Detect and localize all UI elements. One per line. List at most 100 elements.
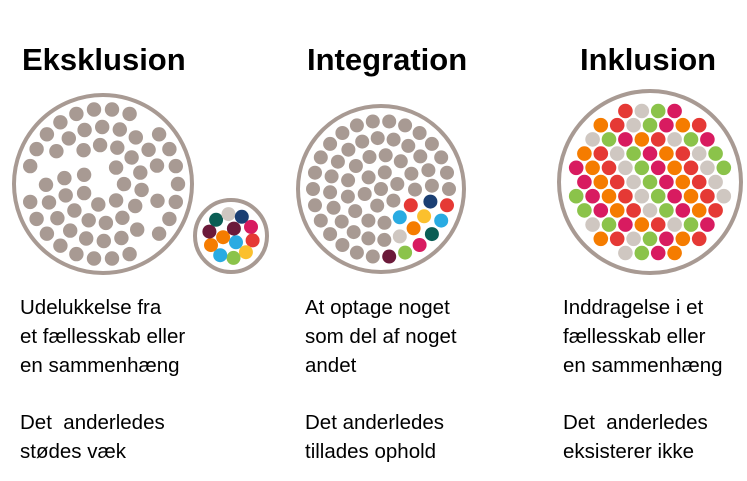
mixed-dot (642, 146, 658, 161)
mixed-dot (708, 203, 723, 218)
colored-dot (412, 238, 427, 252)
neutral-dot (76, 143, 91, 158)
neutral-dot (23, 194, 38, 210)
neutral-dot (77, 122, 92, 138)
neutral-dot (76, 167, 92, 182)
mixed-dot (642, 117, 658, 133)
neutral-dot (53, 115, 68, 130)
mixed-dot (601, 160, 617, 176)
mixed-dot (675, 174, 691, 190)
neutral-dot (390, 177, 405, 191)
neutral-dot (348, 159, 363, 173)
mixed-dot (691, 146, 707, 161)
inclusion-definition-line: Inddragelse i et (563, 296, 704, 319)
neutral-dot (112, 122, 128, 137)
inclusion-description: Inddragelse i et fællesskab eller en sam… (563, 293, 723, 466)
neutral-dot (341, 142, 356, 157)
neutral-dot (377, 165, 392, 180)
neutral-dot (393, 154, 408, 169)
colored-dot (406, 221, 421, 236)
neutral-dot (361, 170, 376, 185)
neutral-dot (365, 249, 380, 264)
neutral-dot (424, 136, 439, 151)
colored-dot (244, 219, 258, 234)
exclusion-circle-outline (12, 93, 194, 275)
neutral-dot (53, 238, 68, 253)
exclusion-description: Udelukkelse fra et fællesskab eller en s… (20, 293, 185, 466)
neutral-dot (401, 138, 416, 153)
mixed-dot (593, 231, 609, 247)
mixed-dot (577, 146, 592, 161)
mixed-dot (683, 188, 699, 204)
neutral-dot (408, 182, 422, 197)
mixed-dot (700, 217, 715, 232)
neutral-dot (306, 182, 320, 196)
neutral-dot (412, 126, 427, 140)
mixed-dot (618, 160, 633, 176)
exclusion-definition-line: et fællesskab eller (20, 325, 186, 348)
neutral-dot (162, 211, 177, 227)
mixed-dot (667, 217, 682, 232)
neutral-dot (421, 163, 436, 178)
colored-dot (417, 209, 432, 224)
neutral-dot (377, 215, 392, 230)
colored-dot (221, 207, 236, 222)
mixed-dot (577, 174, 592, 190)
neutral-dot (91, 197, 106, 212)
mixed-dot (568, 188, 584, 204)
colored-dot (398, 245, 413, 260)
exclusion-consequence-line: stødes væk (20, 440, 126, 463)
neutral-dot (335, 238, 350, 252)
mixed-dot (691, 203, 707, 218)
neutral-dot (114, 230, 129, 246)
neutral-dot (69, 246, 84, 262)
mixed-dot (650, 103, 666, 119)
colored-dot (392, 229, 407, 244)
neutral-dot (382, 114, 397, 129)
neutral-dot (370, 198, 385, 213)
mixed-dot (642, 174, 658, 190)
inclusion-circle (557, 89, 743, 275)
mixed-dot (593, 174, 609, 190)
inclusion-definition-line: en sammenhæng (563, 354, 723, 377)
neutral-dot (349, 118, 364, 133)
neutral-dot (23, 158, 38, 174)
neutral-dot (58, 188, 73, 203)
neutral-dot (128, 130, 143, 145)
neutral-dot (378, 148, 393, 163)
mixed-dot (675, 203, 691, 218)
neutral-dot (39, 226, 55, 241)
neutral-dot (340, 189, 355, 204)
mixed-dot (609, 146, 625, 161)
neutral-dot (361, 231, 376, 246)
mixed-dot (618, 245, 633, 261)
mixed-dot (683, 132, 699, 147)
mixed-dot (609, 174, 625, 190)
neutral-dot (168, 194, 183, 210)
mixed-dot (659, 203, 674, 218)
mixed-dot (568, 160, 584, 176)
colored-dot (216, 230, 231, 245)
neutral-dot (355, 134, 370, 149)
neutral-dot (398, 118, 413, 133)
neutral-dot (39, 127, 55, 142)
neutral-dot (442, 182, 456, 196)
colored-dot (392, 210, 407, 225)
neutral-dot (29, 211, 44, 227)
mixed-dot (659, 117, 674, 133)
neutral-dot (141, 142, 156, 157)
mixed-dot (585, 160, 600, 176)
colored-dot (403, 198, 418, 213)
neutral-dot (313, 150, 328, 165)
colored-dot (424, 227, 439, 242)
colored-dot (234, 209, 249, 224)
neutral-dot (122, 106, 137, 122)
colored-dot (245, 233, 260, 248)
neutral-dot (61, 131, 76, 146)
neutral-dot (349, 245, 364, 260)
neutral-dot (122, 246, 137, 262)
neutral-dot (124, 150, 139, 165)
mixed-dot (585, 217, 600, 232)
mixed-dot (634, 245, 650, 261)
mixed-dot (716, 188, 732, 204)
